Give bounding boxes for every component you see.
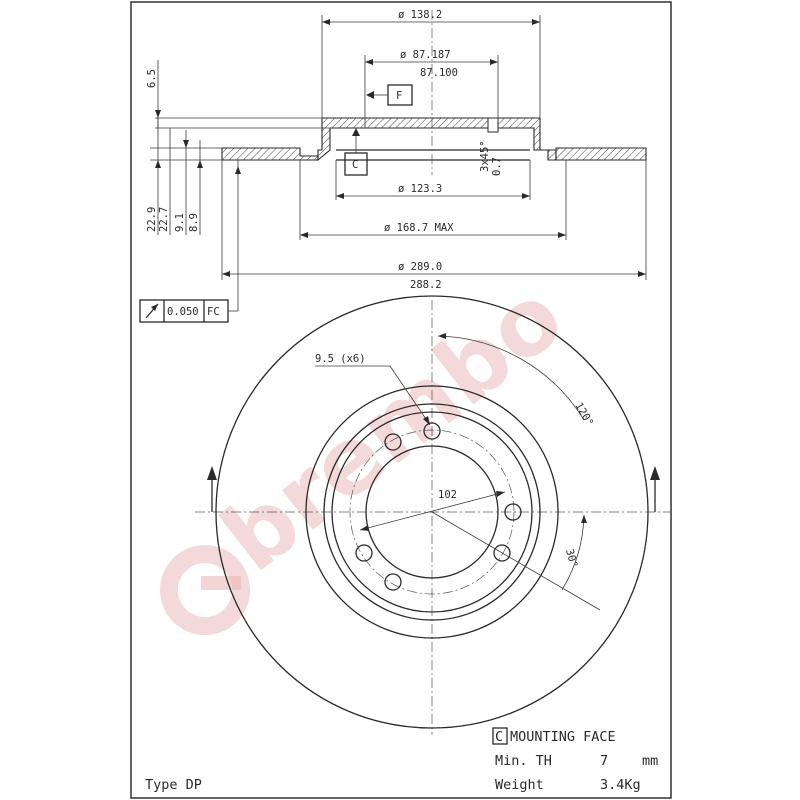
datum-f-label: F: [396, 90, 402, 102]
section-arrow-right: [650, 466, 660, 512]
hat-profile: [317, 117, 557, 162]
pcd-label: 102: [438, 489, 457, 501]
dim-h22-9: 22.9: [146, 207, 158, 232]
disc-outer-circle: [215, 295, 649, 729]
tolerance-value: 0.050: [167, 306, 199, 318]
dim-h6-5: 6.5: [146, 69, 158, 88]
mounting-c-box: [492, 727, 508, 745]
min-th-unit: mm: [642, 753, 658, 769]
disc-flange-left: [221, 147, 319, 161]
weight-value: 3.4Kg: [600, 777, 641, 793]
pcd-circle: [349, 429, 515, 595]
disc-flange-right: [555, 147, 647, 161]
dim-h22-7: 22.7: [158, 207, 170, 232]
tolerance-frame: 0.050 FC: [139, 299, 239, 323]
dim-d289: ø 289.0: [398, 261, 442, 273]
hat-inner-circle: [331, 411, 533, 613]
type-label: Type DP: [145, 777, 202, 793]
notes-block: C MOUNTING FACE Min. TH 7 mm Weight 3.4K…: [145, 727, 658, 793]
dim-d87-100: 87.100: [420, 67, 458, 79]
min-th-label: Min. TH: [495, 753, 552, 769]
section-view: ø 138.2 ø 87.187 87.100 F C 3x45° 0.7 ø …: [146, 9, 647, 305]
bolt-hole: [423, 422, 441, 440]
dim-d123: ø 123.3: [398, 183, 442, 195]
brand-watermark: brembo: [160, 263, 583, 635]
bolt-hole: [504, 503, 522, 521]
bolt-holes: [355, 422, 522, 591]
center-bore: [365, 445, 499, 579]
dim-h8-9: 8.9: [188, 213, 200, 232]
dim-d168: ø 168.7 MAX: [384, 222, 454, 234]
mounting-c-label: C: [495, 729, 503, 745]
bolt-hole: [355, 544, 373, 562]
angle-120: 120°: [572, 401, 595, 429]
dim-h9-1: 9.1: [174, 213, 186, 232]
section-arrow-left: [207, 466, 217, 512]
dim-chamfer-2: 0.7: [491, 157, 503, 176]
tolerance-datum: FC: [207, 306, 220, 318]
holes-label: 9.5 (x6): [315, 353, 366, 365]
dim-d138: ø 138.2: [398, 9, 442, 21]
drawing-frame: [130, 1, 672, 799]
dim-d87-187: ø 87.187: [400, 49, 451, 61]
runout-icon: [145, 303, 159, 319]
datum-c-label: C: [352, 159, 358, 171]
front-view: 9.5 (x6) 102 120° 30°: [195, 295, 670, 735]
angle-30: 30°: [563, 548, 580, 569]
dim-chamfer: 3x45°: [479, 140, 491, 172]
bolt-hole: [384, 573, 402, 591]
mounting-face-label: MOUNTING FACE: [510, 729, 616, 745]
bolt-hole: [493, 544, 511, 562]
min-th-value: 7: [600, 753, 608, 769]
dim-d288: 288.2: [410, 279, 442, 291]
weight-label: Weight: [495, 777, 544, 793]
disc-friction-inner: [305, 385, 559, 639]
hat-outer-circle: [323, 403, 541, 621]
bolt-hole: [384, 433, 402, 451]
